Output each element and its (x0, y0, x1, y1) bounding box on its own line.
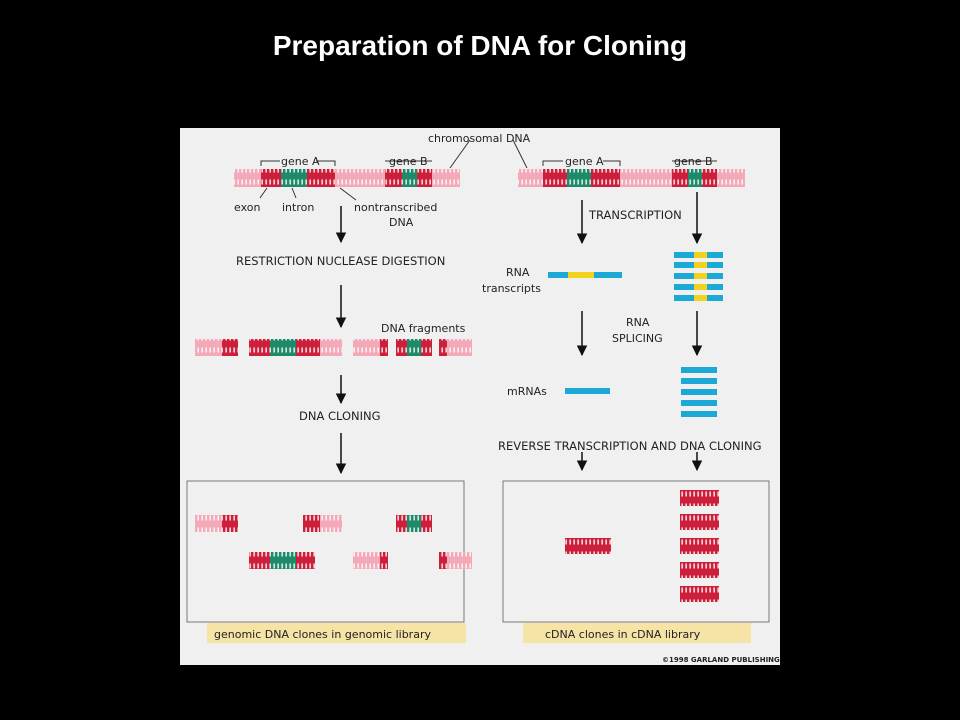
fragment (396, 339, 432, 356)
rna-transcripts-gene-b (674, 252, 723, 301)
fragment (195, 339, 238, 356)
slide-title: Preparation of DNA for Cloning (272, 30, 688, 61)
fragment (439, 339, 472, 356)
caption-cdna-library: cDNA clones in cDNA library (545, 628, 701, 641)
label-nontranscribed-dna: DNA (389, 216, 414, 229)
label-gene-a-right: gene A (565, 155, 604, 168)
label-rna-transcripts: transcripts (482, 282, 541, 295)
fragment (249, 339, 315, 356)
label-exon: exon (234, 201, 260, 214)
genomic-clones (195, 515, 472, 569)
label-gene-b-left: gene B (389, 155, 428, 168)
mrnas-gene-b (681, 367, 717, 417)
right-arrows (576, 192, 703, 472)
label-reverse-transcription: REVERSE TRANSCRIPTION AND DNA CLONING (498, 439, 762, 453)
label-rna: RNA (506, 266, 530, 279)
label-dna-cloning: DNA CLONING (299, 409, 381, 423)
genomic-library-box (186, 480, 465, 623)
label-restriction-digestion: RESTRICTION NUCLEASE DIGESTION (236, 254, 445, 268)
dna-fragments-row (195, 339, 472, 356)
mrna-gene-a (565, 388, 610, 394)
fragment (303, 339, 342, 356)
label-rna-splicing-1: RNA (626, 316, 650, 329)
rna-transcript-gene-a (548, 272, 622, 278)
genomic-caption-bg (207, 623, 466, 643)
chromosome-right (518, 169, 745, 187)
dna-cloning-figure: chromosomal DNA gene A gene B gene A gen… (180, 128, 780, 665)
cdna-library-box (502, 480, 770, 623)
cdna-caption-bg (523, 623, 751, 643)
label-gene-b-right: gene B (674, 155, 713, 168)
label-rna-splicing-2: SPLICING (612, 332, 663, 345)
label-chromosomal-dna: chromosomal DNA (428, 132, 531, 145)
fragment (353, 339, 388, 356)
label-mrnas: mRNAs (507, 385, 547, 398)
cdna-clones (565, 490, 719, 602)
label-intron: intron (282, 201, 314, 214)
caption-genomic-library: genomic DNA clones in genomic library (214, 628, 431, 641)
label-nontranscribed: nontranscribed (354, 201, 437, 214)
chromosome-left (234, 169, 460, 187)
label-gene-a-left: gene A (281, 155, 320, 168)
figure-svg: chromosomal DNA gene A gene B gene A gen… (186, 132, 780, 664)
copyright: ©1998 GARLAND PUBLISHING (662, 656, 780, 664)
label-dna-fragments: DNA fragments (381, 322, 466, 335)
gene-brackets (259, 139, 717, 201)
label-transcription: TRANSCRIPTION (588, 208, 682, 222)
